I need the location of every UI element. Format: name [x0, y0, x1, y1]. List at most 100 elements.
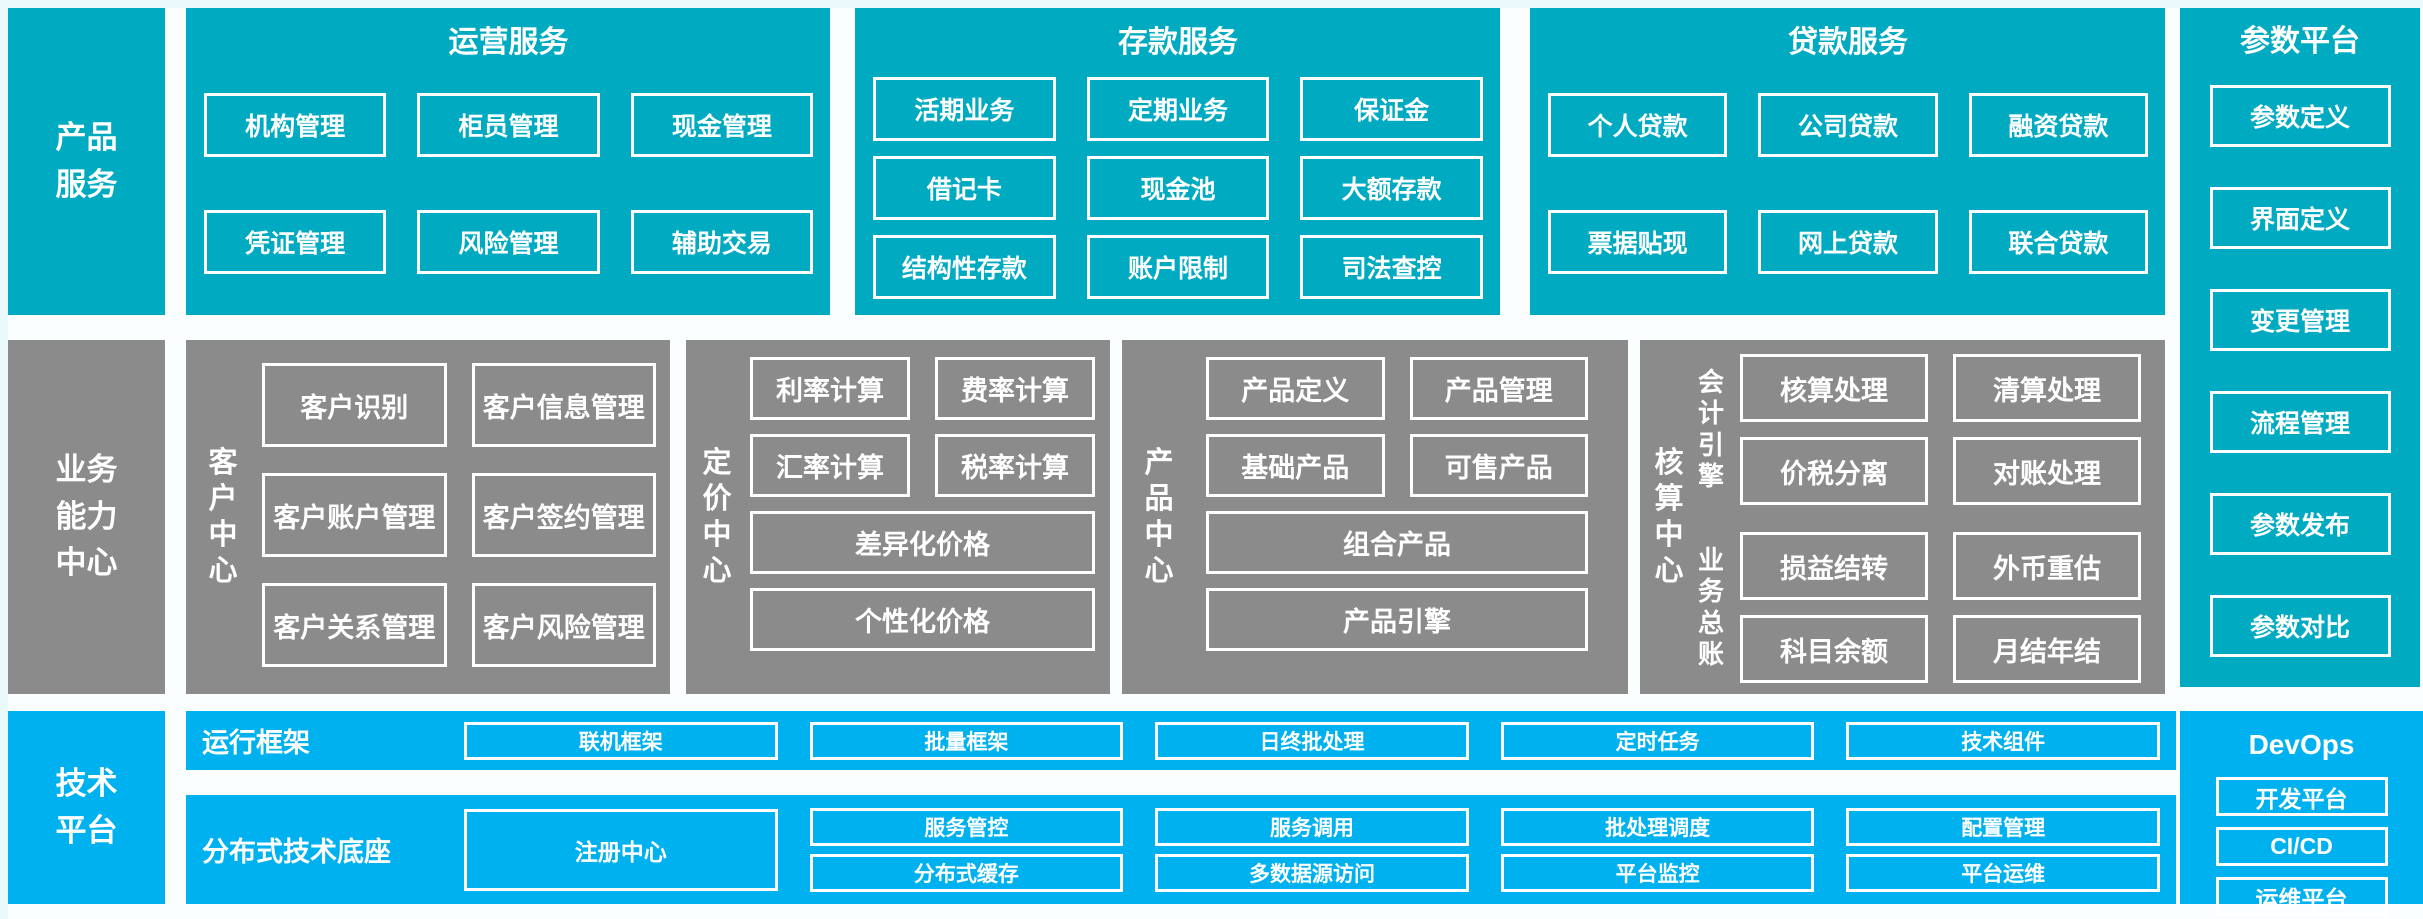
interest-calc-node: 利率计算 [750, 357, 910, 420]
basic-product-node: 基础产品 [1206, 434, 1385, 497]
distributed-col-2: 服务调用 多数据源访问 [1155, 807, 1469, 892]
ops-services-grid: 机构管理 柜员管理 现金管理 凭证管理 风险管理 辅助交易 [204, 93, 813, 274]
distributed-base-label: 分布式技术底座 [202, 837, 391, 867]
org-mgmt-node: 机构管理 [204, 93, 387, 157]
bill-discount-node: 票据贴现 [1548, 210, 1728, 274]
change-mgmt-node: 变更管理 [2209, 289, 2391, 351]
accounting-process-node: 核算处理 [1740, 354, 1928, 422]
service-governance-node: 服务管控 [809, 807, 1124, 846]
ops-services-title: 运营服务 [448, 26, 569, 59]
param-platform-title: 参数平台 [2240, 25, 2360, 58]
config-mgmt-node: 配置管理 [1846, 807, 2160, 846]
product-center-grid: 产品定义 产品管理 基础产品 可售产品 组合产品 产品引擎 [1206, 357, 1588, 651]
time-deposit-node: 定期业务 [1086, 77, 1270, 141]
accounting-engine-group: 会 计 引 擎 核算处理 清算处理 价税分离 对账处理 [1696, 354, 2141, 505]
customer-risk-mgmt-node: 客户风险管理 [471, 583, 656, 667]
service-invoke-node: 服务调用 [1155, 807, 1469, 846]
param-definition-node: 参数定义 [2209, 85, 2391, 147]
platform-monitor-node: 平台监控 [1500, 853, 1815, 892]
account-restriction-node: 账户限制 [1086, 235, 1270, 299]
product-mgmt-node: 产品管理 [1409, 357, 1588, 420]
accounting-engine-grid: 核算处理 清算处理 价税分离 对账处理 [1740, 354, 2141, 505]
demand-deposit-node: 活期业务 [873, 77, 1056, 141]
product-engine-node: 产品引擎 [1206, 588, 1588, 651]
month-year-end-node: 月结年结 [1953, 615, 2141, 683]
multi-datasource-node: 多数据源访问 [1155, 853, 1469, 892]
runtime-framework-label: 运行框架 [202, 728, 310, 758]
platform-ops-node: 平台运维 [1846, 853, 2160, 892]
band-label-capability-center: 业务 能力 中心 [8, 340, 165, 694]
runtime-framework-row: 运行框架 联机框架 批量框架 日终批处理 定时任务 技术组件 [186, 711, 2176, 770]
exchange-calc-node: 汇率计算 [750, 434, 910, 497]
devops-title: DevOps [2248, 729, 2355, 760]
band-label-product-services: 产品 服务 [8, 8, 165, 315]
accounting-engine-label: 会 计 引 擎 [1697, 367, 1724, 491]
param-compare-node: 参数对比 [2209, 595, 2391, 657]
margin-deposit-node: 保证金 [1300, 77, 1483, 141]
deposit-services-title: 存款服务 [1118, 26, 1238, 59]
param-platform-section: 参数平台 参数定义 界面定义 变更管理 流程管理 参数发布 参数对比 [2180, 8, 2420, 687]
customer-center-section: 客 户 中 心 客户识别 客户信息管理 客户账户管理 客户签约管理 客户关系管理… [186, 340, 670, 694]
large-deposit-node: 大额存款 [1300, 156, 1483, 220]
param-release-node: 参数发布 [2209, 493, 2391, 555]
corporate-loan-node: 公司贷款 [1758, 93, 1938, 157]
auxiliary-trade-node: 辅助交易 [630, 210, 813, 274]
batch-scheduling-node: 批处理调度 [1500, 807, 1815, 846]
composite-product-node: 组合产品 [1206, 511, 1588, 574]
fx-revaluation-node: 外币重估 [1953, 532, 2141, 600]
risk-mgmt-node: 风险管理 [417, 210, 600, 274]
distributed-cache-node: 分布式缓存 [809, 853, 1124, 892]
ops-services-section: 运营服务 机构管理 柜员管理 现金管理 凭证管理 风险管理 辅助交易 [186, 8, 830, 315]
registry-center-node: 注册中心 [464, 808, 778, 891]
deposit-services-grid: 活期业务 定期业务 保证金 借记卡 现金池 大额存款 结构性存款 账户限制 司法… [873, 77, 1483, 299]
loan-services-section: 贷款服务 个人贷款 公司贷款 融资贷款 票据贴现 网上贷款 联合贷款 [1530, 8, 2165, 315]
loan-services-grid: 个人贷款 公司贷款 融资贷款 票据贴现 网上贷款 联合贷款 [1548, 93, 2148, 274]
judicial-control-node: 司法查控 [1300, 235, 1483, 299]
structured-deposit-node: 结构性存款 [873, 235, 1056, 299]
syndicated-loan-node: 联合贷款 [1968, 210, 2148, 274]
online-loan-node: 网上贷款 [1758, 210, 1938, 274]
customer-info-mgmt-node: 客户信息管理 [471, 363, 656, 447]
distributed-col-1: 服务管控 分布式缓存 [809, 807, 1124, 892]
cash-mgmt-node: 现金管理 [630, 93, 813, 157]
pricing-center-label: 定 价 中 心 [702, 446, 732, 588]
tech-component-node: 技术组件 [1846, 721, 2160, 760]
business-ledger-group: 业 务 总 账 损益结转 外币重估 科目余额 月结年结 [1696, 532, 2141, 683]
tax-price-separation-node: 价税分离 [1740, 437, 1928, 505]
accounting-center-section: 核 算 中 心 会 计 引 擎 核算处理 清算处理 价税分离 对账处理 业 务 … [1640, 340, 2165, 694]
business-ledger-grid: 损益结转 外币重估 科目余额 月结年结 [1740, 532, 2141, 683]
loan-services-title: 贷款服务 [1788, 26, 1908, 59]
deposit-services-section: 存款服务 活期业务 定期业务 保证金 借记卡 现金池 大额存款 结构性存款 账户… [855, 8, 1500, 315]
fee-calc-node: 费率计算 [935, 357, 1095, 420]
pricing-center-section: 定 价 中 心 利率计算 费率计算 汇率计算 税率计算 差异化价格 个性化价格 [686, 340, 1110, 694]
customer-relation-mgmt-node: 客户关系管理 [262, 583, 447, 667]
ops-platform-node: 运维平台 [2215, 877, 2388, 916]
customer-identify-node: 客户识别 [262, 363, 447, 447]
pnl-carryover-node: 损益结转 [1740, 532, 1928, 600]
reconciliation-node: 对账处理 [1953, 437, 2141, 505]
sellable-product-node: 可售产品 [1409, 434, 1588, 497]
tax-calc-node: 税率计算 [935, 434, 1095, 497]
ui-definition-node: 界面定义 [2209, 187, 2391, 249]
batch-framework-node: 批量框架 [809, 721, 1124, 760]
product-center-label: 产 品 中 心 [1144, 446, 1174, 588]
customer-account-mgmt-node: 客户账户管理 [262, 473, 447, 557]
online-framework-node: 联机框架 [464, 721, 778, 760]
product-definition-node: 产品定义 [1206, 357, 1385, 420]
business-ledger-label: 业 务 总 账 [1697, 545, 1724, 669]
customer-center-grid: 客户识别 客户信息管理 客户账户管理 客户签约管理 客户关系管理 客户风险管理 [262, 363, 656, 667]
customer-center-label: 客 户 中 心 [208, 446, 238, 588]
distributed-col-3: 批处理调度 平台监控 [1500, 807, 1815, 892]
devops-section: DevOps 开发平台 CI/CD 运维平台 [2180, 711, 2423, 916]
product-center-section: 产 品 中 心 产品定义 产品管理 基础产品 可售产品 组合产品 产品引擎 [1122, 340, 1628, 694]
ci-cd-node: CI/CD [2215, 827, 2388, 866]
distributed-base-row: 分布式技术底座 注册中心 服务管控 分布式缓存 服务调用 多数据源访问 批处理调… [186, 795, 2176, 904]
customer-contract-mgmt-node: 客户签约管理 [471, 473, 656, 557]
accounting-center-groups: 会 计 引 擎 核算处理 清算处理 价税分离 对账处理 业 务 总 账 损益结转… [1686, 340, 2165, 694]
personal-loan-node: 个人贷款 [1548, 93, 1728, 157]
subject-balance-node: 科目余额 [1740, 615, 1928, 683]
differential-pricing-node: 差异化价格 [750, 511, 1095, 574]
personalized-pricing-node: 个性化价格 [750, 588, 1095, 651]
pricing-center-grid: 利率计算 费率计算 汇率计算 税率计算 差异化价格 个性化价格 [750, 357, 1095, 651]
